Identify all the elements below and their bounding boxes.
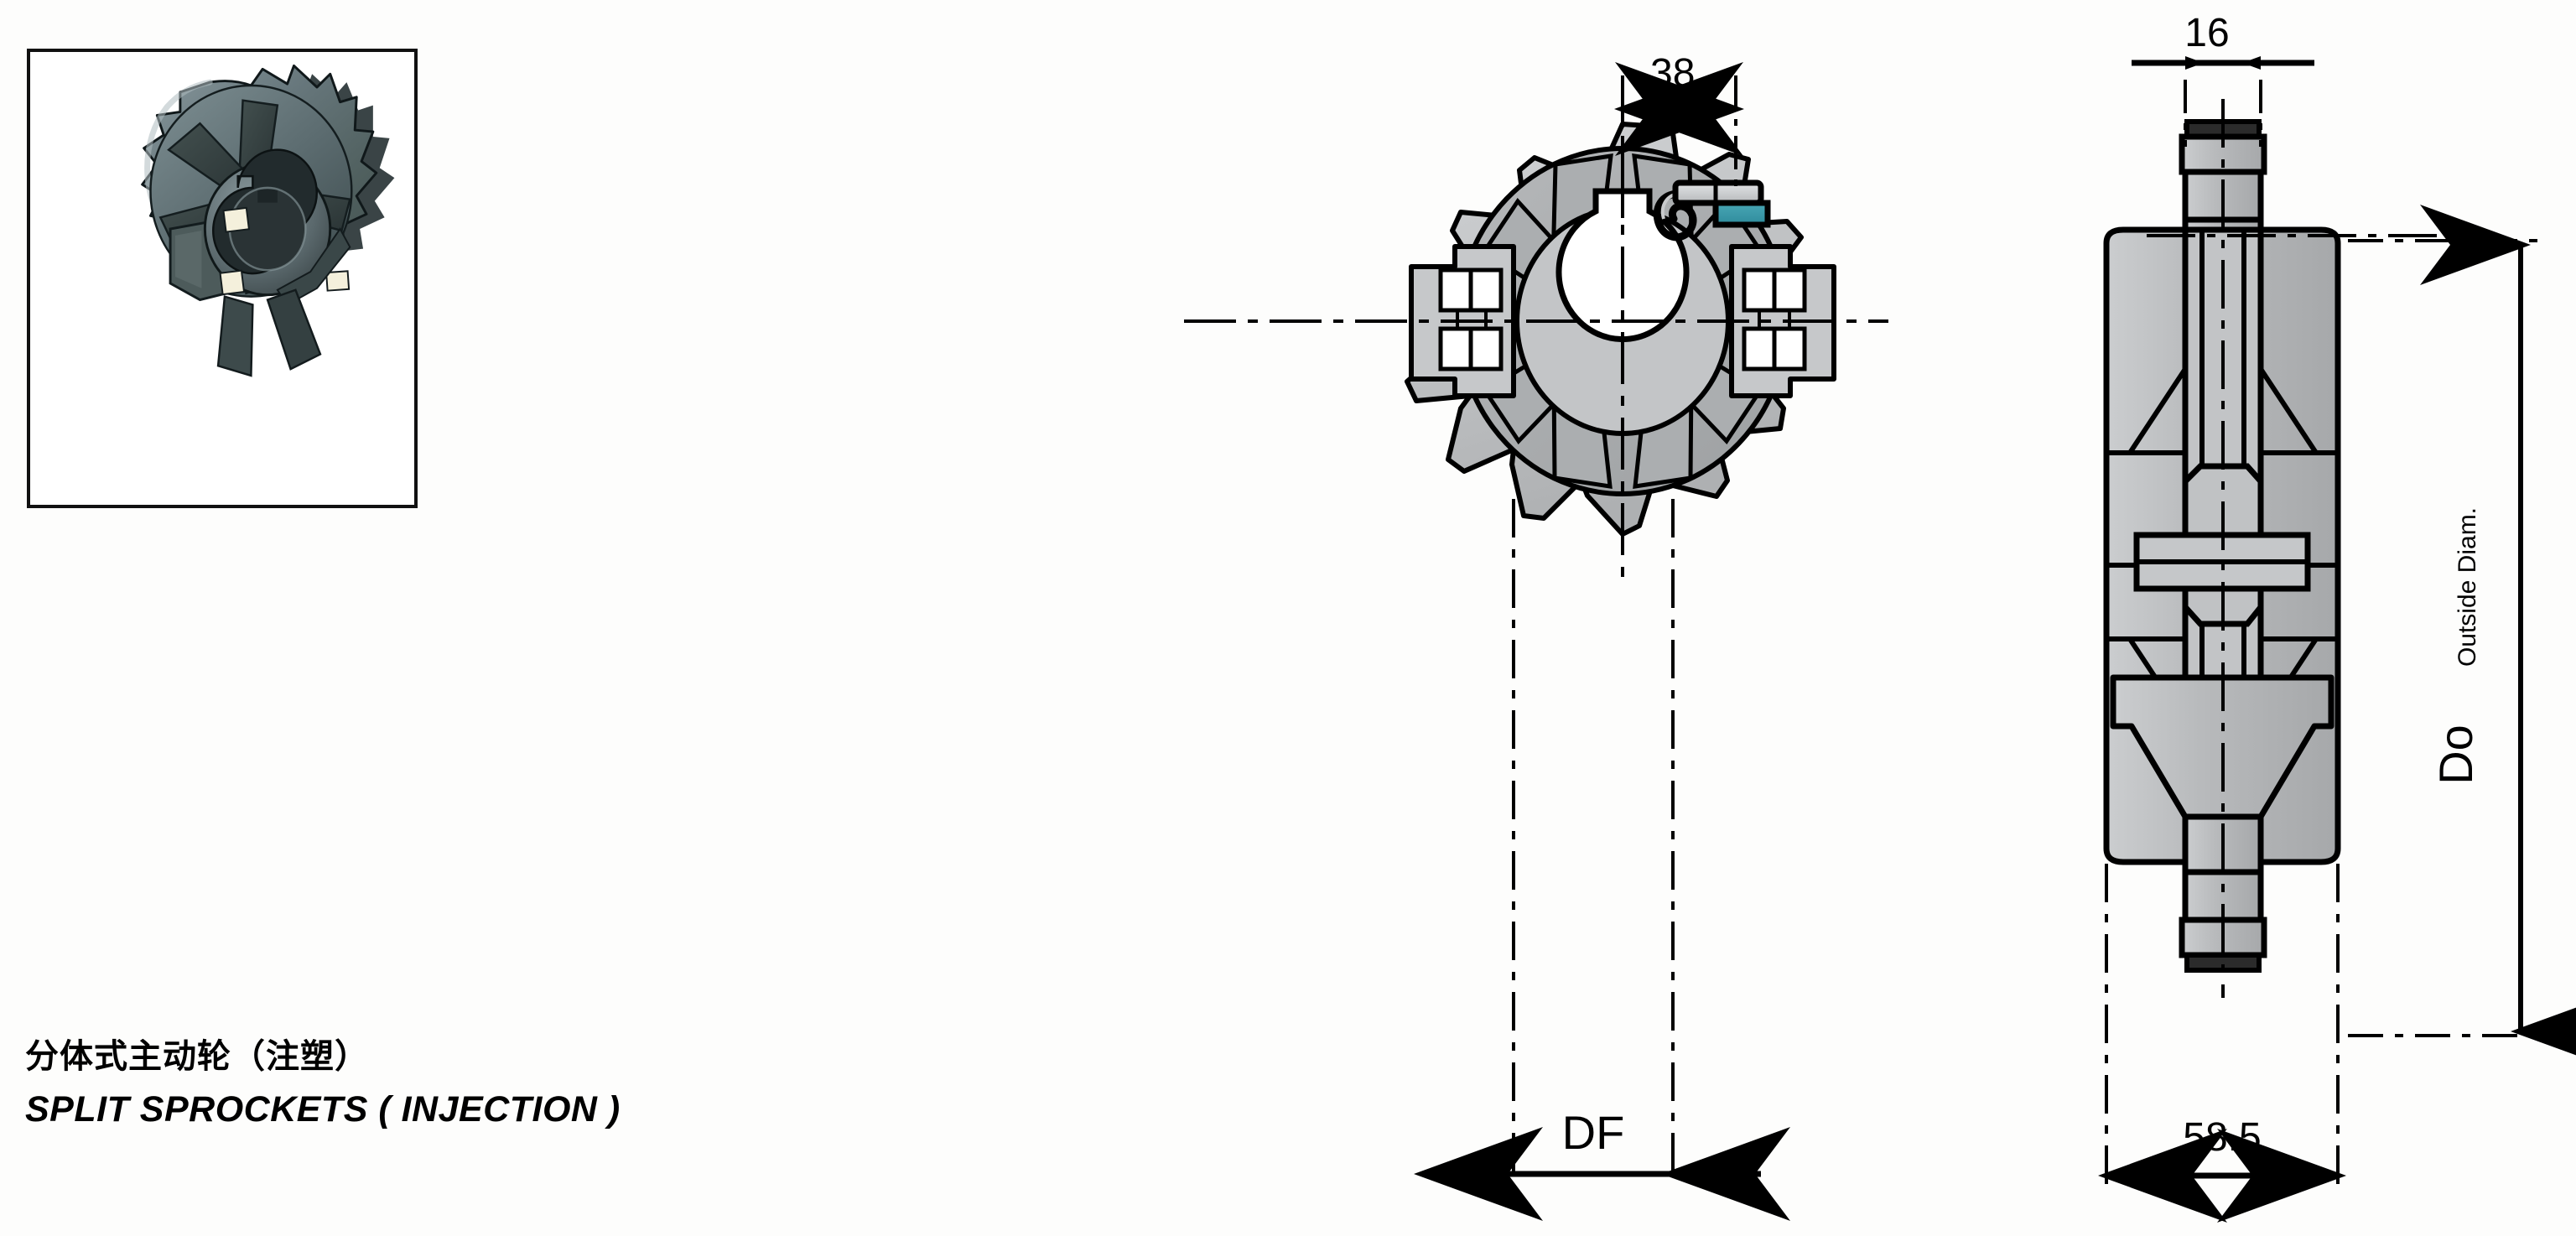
hub-bore: [1555, 188, 1690, 342]
side-tooth-top: [2179, 119, 2267, 278]
dimension-Do: Do Outside Diam.: [2348, 205, 2576, 1072]
dimension-38-label: 38: [1650, 51, 1695, 96]
clamp-block-left: [1409, 244, 1516, 398]
dimension-16: 16: [2132, 11, 2314, 147]
dimension-58-5-label: 58.5: [2183, 1115, 2261, 1160]
side-view-body: [2103, 99, 2490, 998]
front-view-body: [1184, 75, 1888, 579]
dimension-38: 38: [1614, 51, 1744, 218]
caption-english: SPLIT SPROCKETS ( INJECTION ): [25, 1088, 621, 1130]
split-sprocket-3d-render: [27, 49, 418, 508]
caption-block: 分体式主动轮（注塑） SPLIT SPROCKETS ( INJECTION ): [25, 1038, 662, 1130]
clamp-block-right: [1729, 244, 1836, 398]
dimension-DF: DF: [1414, 499, 1790, 1221]
dimension-DF-label: DF: [1562, 1106, 1625, 1159]
dimension-58-5: 58.5: [2098, 864, 2346, 1223]
chain-link-detail: [1653, 179, 1771, 241]
sprocket-web-ribs: [1481, 153, 1764, 489]
side-view-centerlines: [2147, 99, 2490, 998]
caption-chinese: 分体式主动轮（注塑）: [25, 1037, 369, 1076]
side-tooth-bottom: [2179, 813, 2267, 973]
dimension-Do-sublabel: Outside Diam.: [2454, 507, 2481, 667]
dimension-16-label: 16: [2184, 11, 2229, 55]
sprocket-teeth-outline: [1405, 122, 1812, 537]
front-view-centerlines: [1184, 75, 1888, 579]
sprocket-render-graphic: [141, 64, 395, 377]
dimension-Do-label: Do: [2429, 724, 2482, 785]
